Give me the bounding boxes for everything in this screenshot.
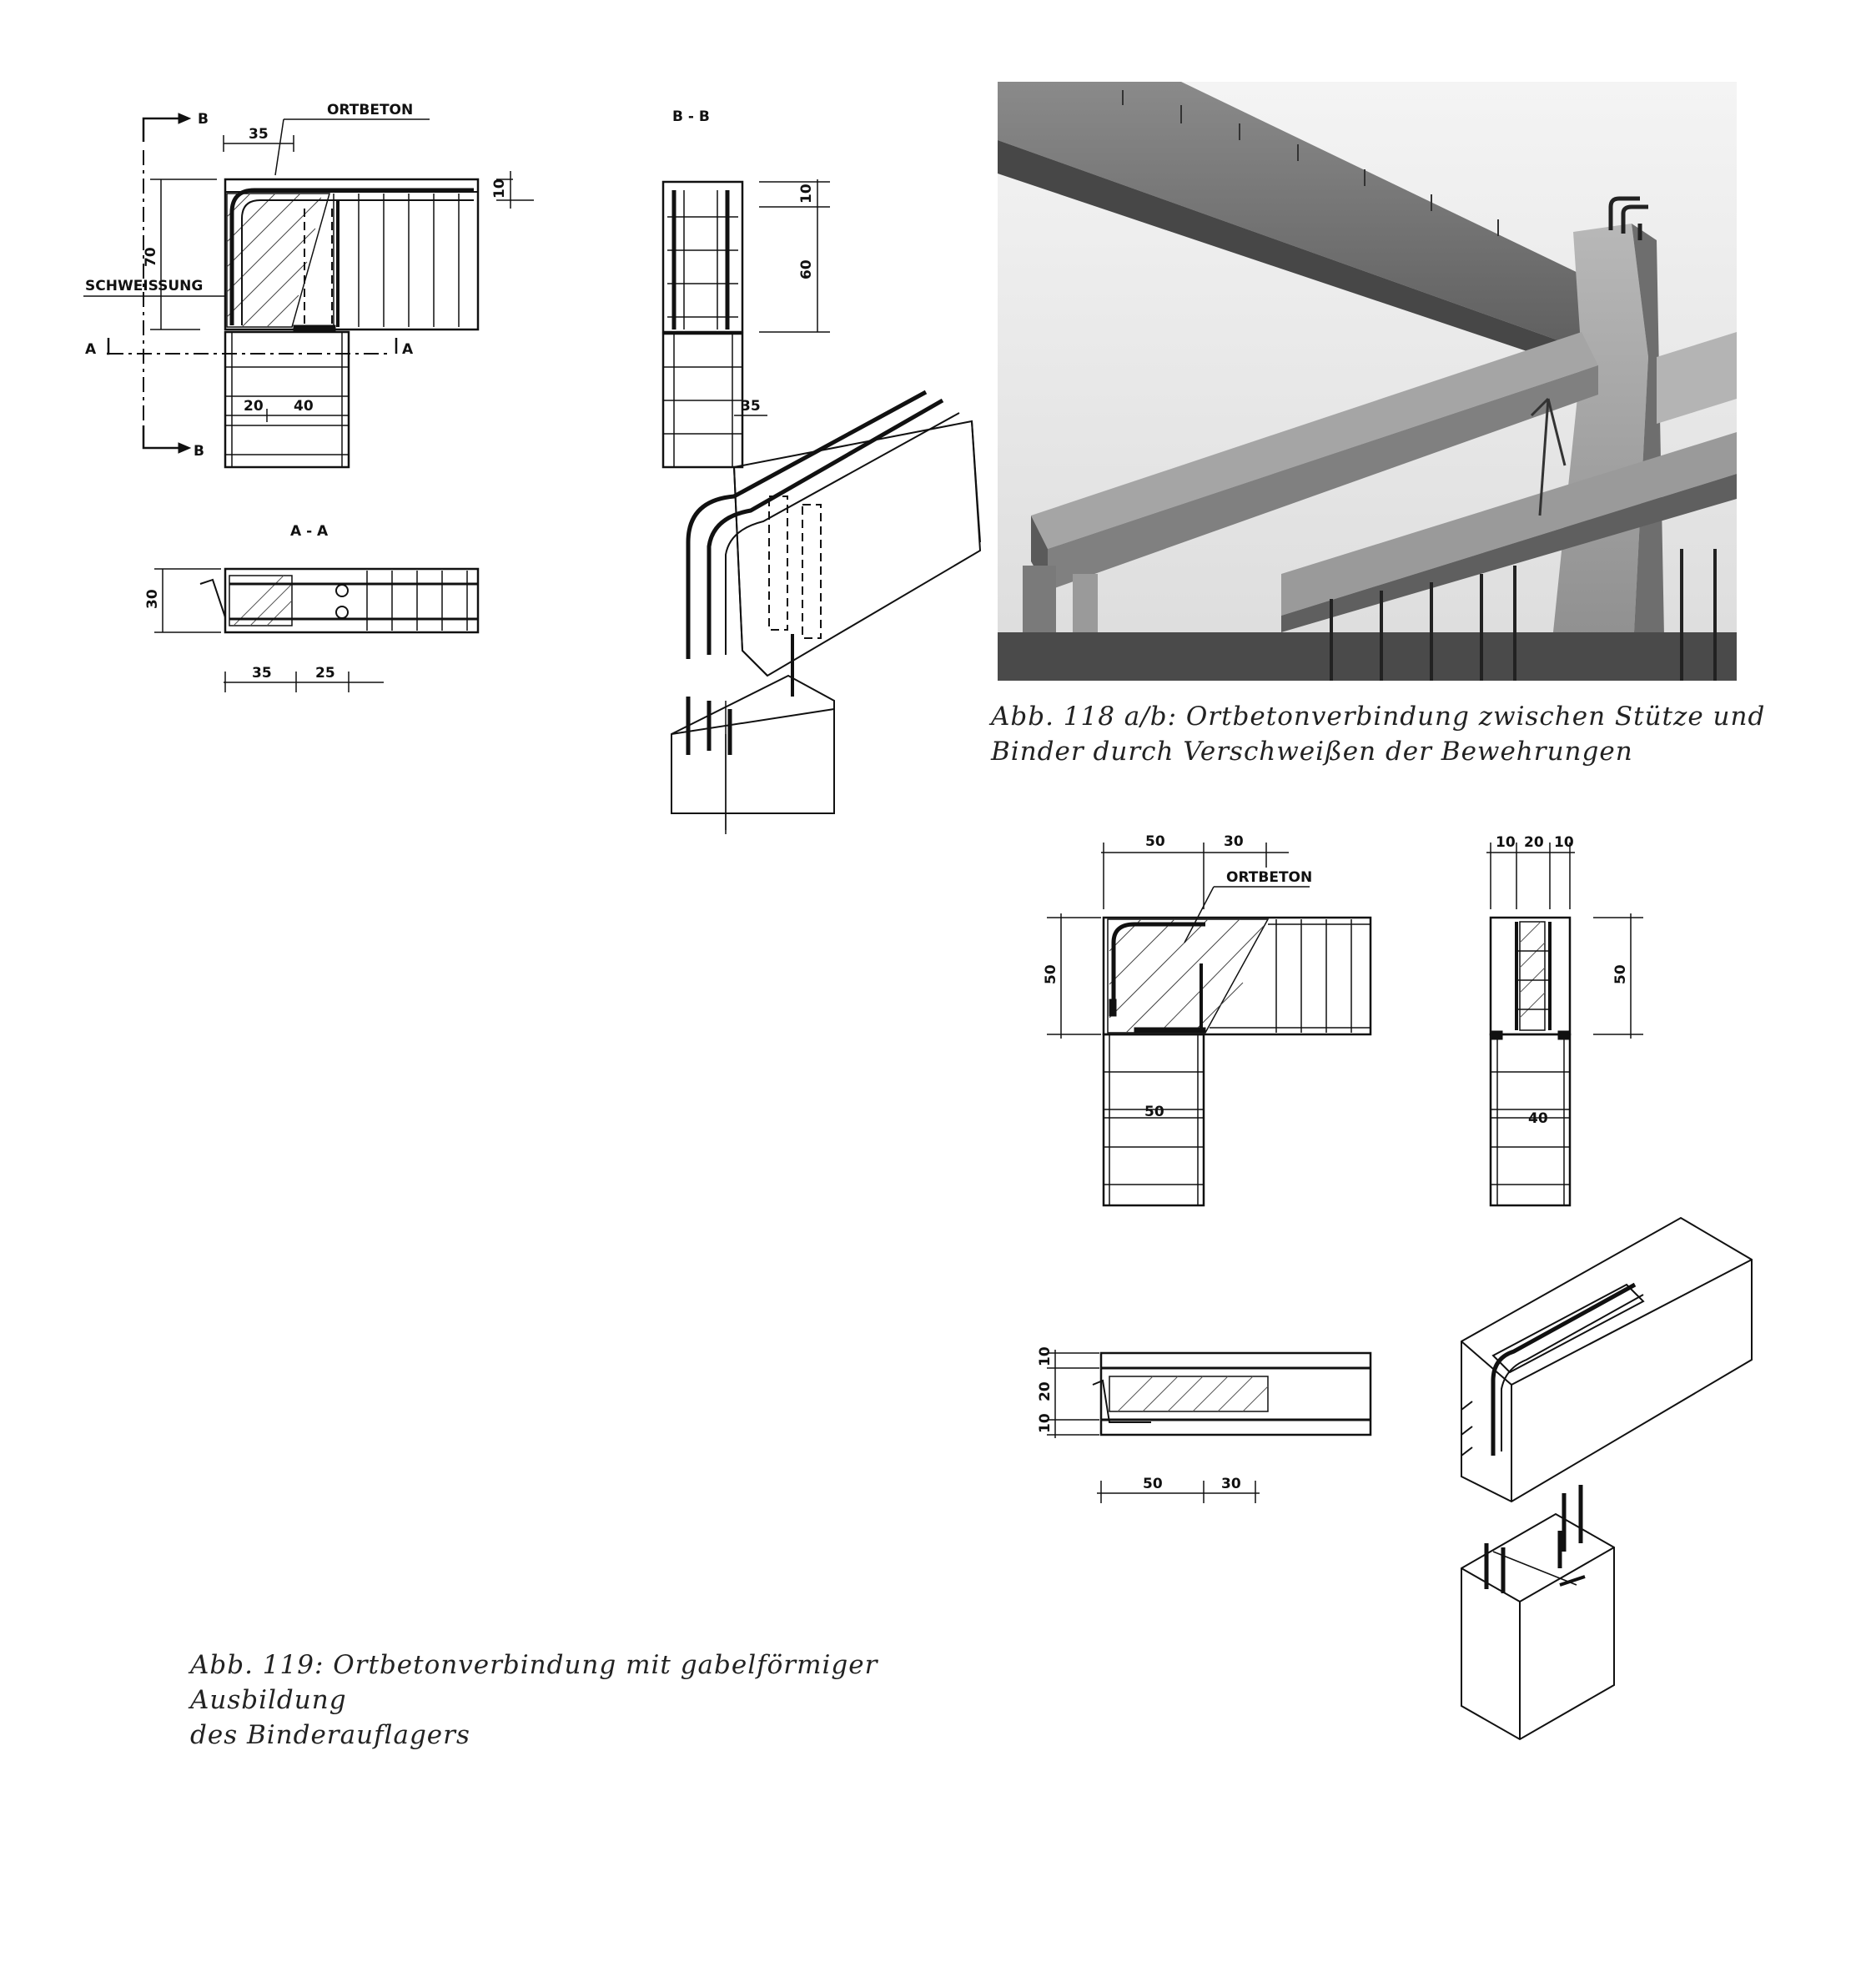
- fig119-plan-dim-10a: 10: [1037, 1346, 1054, 1366]
- section-b-marker-top: B: [198, 111, 209, 128]
- caption-118-line1: Abb. 118 a/b: Ortbetonverbindung zwische…: [991, 702, 1766, 732]
- fig118-elevation: [83, 113, 534, 469]
- caption-119-line2: des Binderauflagers: [190, 1720, 470, 1750]
- fig119-side-dim-10a: 10: [1496, 834, 1516, 851]
- dim-20: 20: [244, 398, 264, 415]
- dim-40: 40: [294, 398, 314, 415]
- fig119-side-dim-40: 40: [1528, 1110, 1548, 1127]
- fig119-plan-dim-50: 50: [1143, 1476, 1163, 1492]
- fig119-plan-dim-20: 20: [1037, 1381, 1054, 1401]
- fig119-isometric: [1461, 1216, 1753, 1741]
- bb-dim-10: 10: [798, 184, 815, 204]
- fig119-side-section: [1486, 843, 1643, 1207]
- fig119-plan-section: [1047, 1350, 1372, 1503]
- caption-118-line2: Binder durch Verschweißen der Bewehrunge…: [991, 737, 1633, 767]
- ortbeton-label-118: ORTBETON: [327, 102, 413, 118]
- section-bb-title: B - B: [672, 108, 710, 125]
- fig119-dim-50-column: 50: [1144, 1104, 1164, 1120]
- figure-119-caption: Abb. 119: Ortbetonverbindung mit gabelfö…: [190, 1648, 1024, 1753]
- fig119-side-dim-10b: 10: [1554, 834, 1574, 851]
- bb-dim-35: 35: [741, 398, 761, 415]
- dim-70: 70: [143, 247, 159, 267]
- fig118-section-aa: [154, 567, 480, 692]
- dim-10-right: 10: [491, 179, 508, 199]
- fig119-plan-dim-30: 30: [1221, 1476, 1241, 1492]
- fig119-side-dim-50: 50: [1612, 964, 1629, 984]
- section-a-marker-left: A: [85, 341, 97, 358]
- photo-illustration: [998, 82, 1737, 681]
- caption-119-line1: Abb. 119: Ortbetonverbindung mit gabelfö…: [190, 1650, 878, 1715]
- fig118-section-bb: [661, 179, 830, 469]
- bb-dim-60: 60: [798, 259, 815, 279]
- aa-dim-25: 25: [315, 665, 335, 682]
- schweissung-label: SCHWEISSUNG: [85, 278, 203, 294]
- fig119-plan-dim-10b: 10: [1037, 1413, 1054, 1433]
- section-b-marker-bottom: B: [194, 443, 204, 460]
- fig118-isometric: [671, 390, 982, 834]
- fig119-side-dim-20: 20: [1524, 834, 1544, 851]
- construction-photo: [998, 82, 1737, 681]
- fig119-dim-50-left: 50: [1043, 964, 1059, 984]
- ortbeton-label-119: ORTBETON: [1226, 869, 1312, 886]
- section-aa-title: A - A: [290, 523, 329, 540]
- fig119-dim-30-top: 30: [1224, 833, 1244, 850]
- aa-dim-30: 30: [144, 589, 161, 609]
- dim-35-top: 35: [249, 126, 269, 143]
- fig119-dim-50-top: 50: [1145, 833, 1165, 850]
- section-a-marker-right: A: [402, 341, 414, 358]
- fig119-elevation: [1047, 843, 1372, 1207]
- figure-118-caption: Abb. 118 a/b: Ortbetonverbindung zwische…: [991, 699, 1808, 769]
- aa-dim-35: 35: [252, 665, 272, 682]
